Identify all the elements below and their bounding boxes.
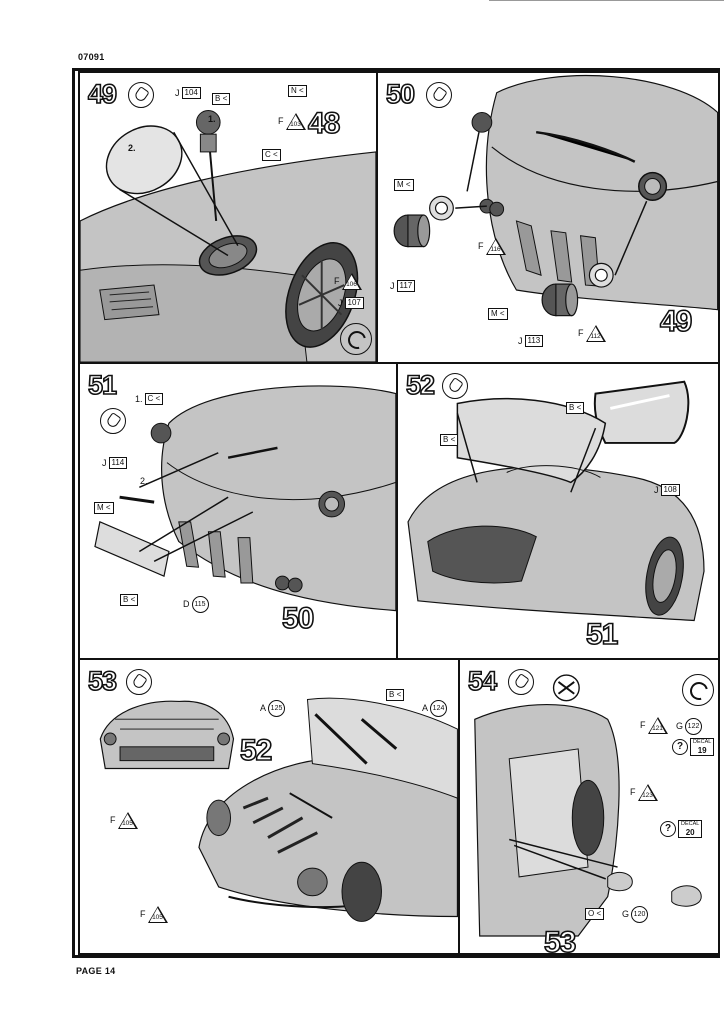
step-1-marker: 1. [208, 114, 216, 124]
part-label-1-c: 1.C < [135, 393, 164, 405]
rotate-view-icon [682, 674, 714, 706]
step-54-illustration [474, 674, 702, 937]
part-label-b-windscreen: B < [566, 402, 585, 414]
glue-tube-icon [508, 669, 534, 695]
reference-step-number: 53 [543, 926, 577, 955]
glue-tube-icon [442, 373, 468, 399]
decal-question-icon: ? [672, 739, 688, 755]
step-51-illustration [94, 385, 396, 612]
step-52-illustration [407, 380, 705, 622]
part-label-o: O < [585, 908, 605, 920]
part-label-b: B < [212, 93, 231, 105]
reference-step-number: 52 [239, 734, 273, 767]
part-label-b: B < [386, 689, 405, 701]
rotate-view-icon [340, 323, 372, 355]
part-label-m-upper: M < [394, 179, 414, 191]
step-number: 52 [405, 370, 436, 400]
glue-tube-icon [100, 408, 126, 434]
document-code: 07091 [78, 52, 105, 62]
glue-tube-icon [426, 82, 452, 108]
step-53-illustration [99, 697, 458, 922]
part-label-c: C < [262, 149, 281, 161]
step-number: 53 [87, 666, 118, 696]
decal-question-icon: ? [660, 821, 676, 837]
reference-step-number: 48 [307, 107, 341, 140]
part-label-b: B < [120, 594, 139, 606]
reference-step-number: 51 [585, 618, 619, 651]
reference-step-number: 49 [659, 305, 693, 338]
step-number: 49 [87, 79, 118, 109]
step-number: 50 [385, 79, 416, 109]
part-label-m: M < [94, 502, 114, 514]
page-number: PAGE 14 [76, 966, 116, 976]
part-label-b-hood: B < [440, 434, 459, 446]
glue-tube-icon [126, 669, 152, 695]
part-label-n: N < [288, 85, 307, 97]
step-50-illustration [393, 74, 718, 317]
part-label-m-lower: M < [488, 308, 508, 320]
step-49-illustration [80, 109, 376, 362]
corner-rule [489, 0, 724, 5]
step-number: 51 [87, 370, 118, 400]
step-2-marker: 2. [140, 476, 148, 486]
step-number: 54 [467, 666, 498, 696]
glue-tube-icon [128, 82, 154, 108]
reference-step-number: 50 [281, 602, 315, 635]
step-2-marker: 2. [128, 143, 136, 153]
